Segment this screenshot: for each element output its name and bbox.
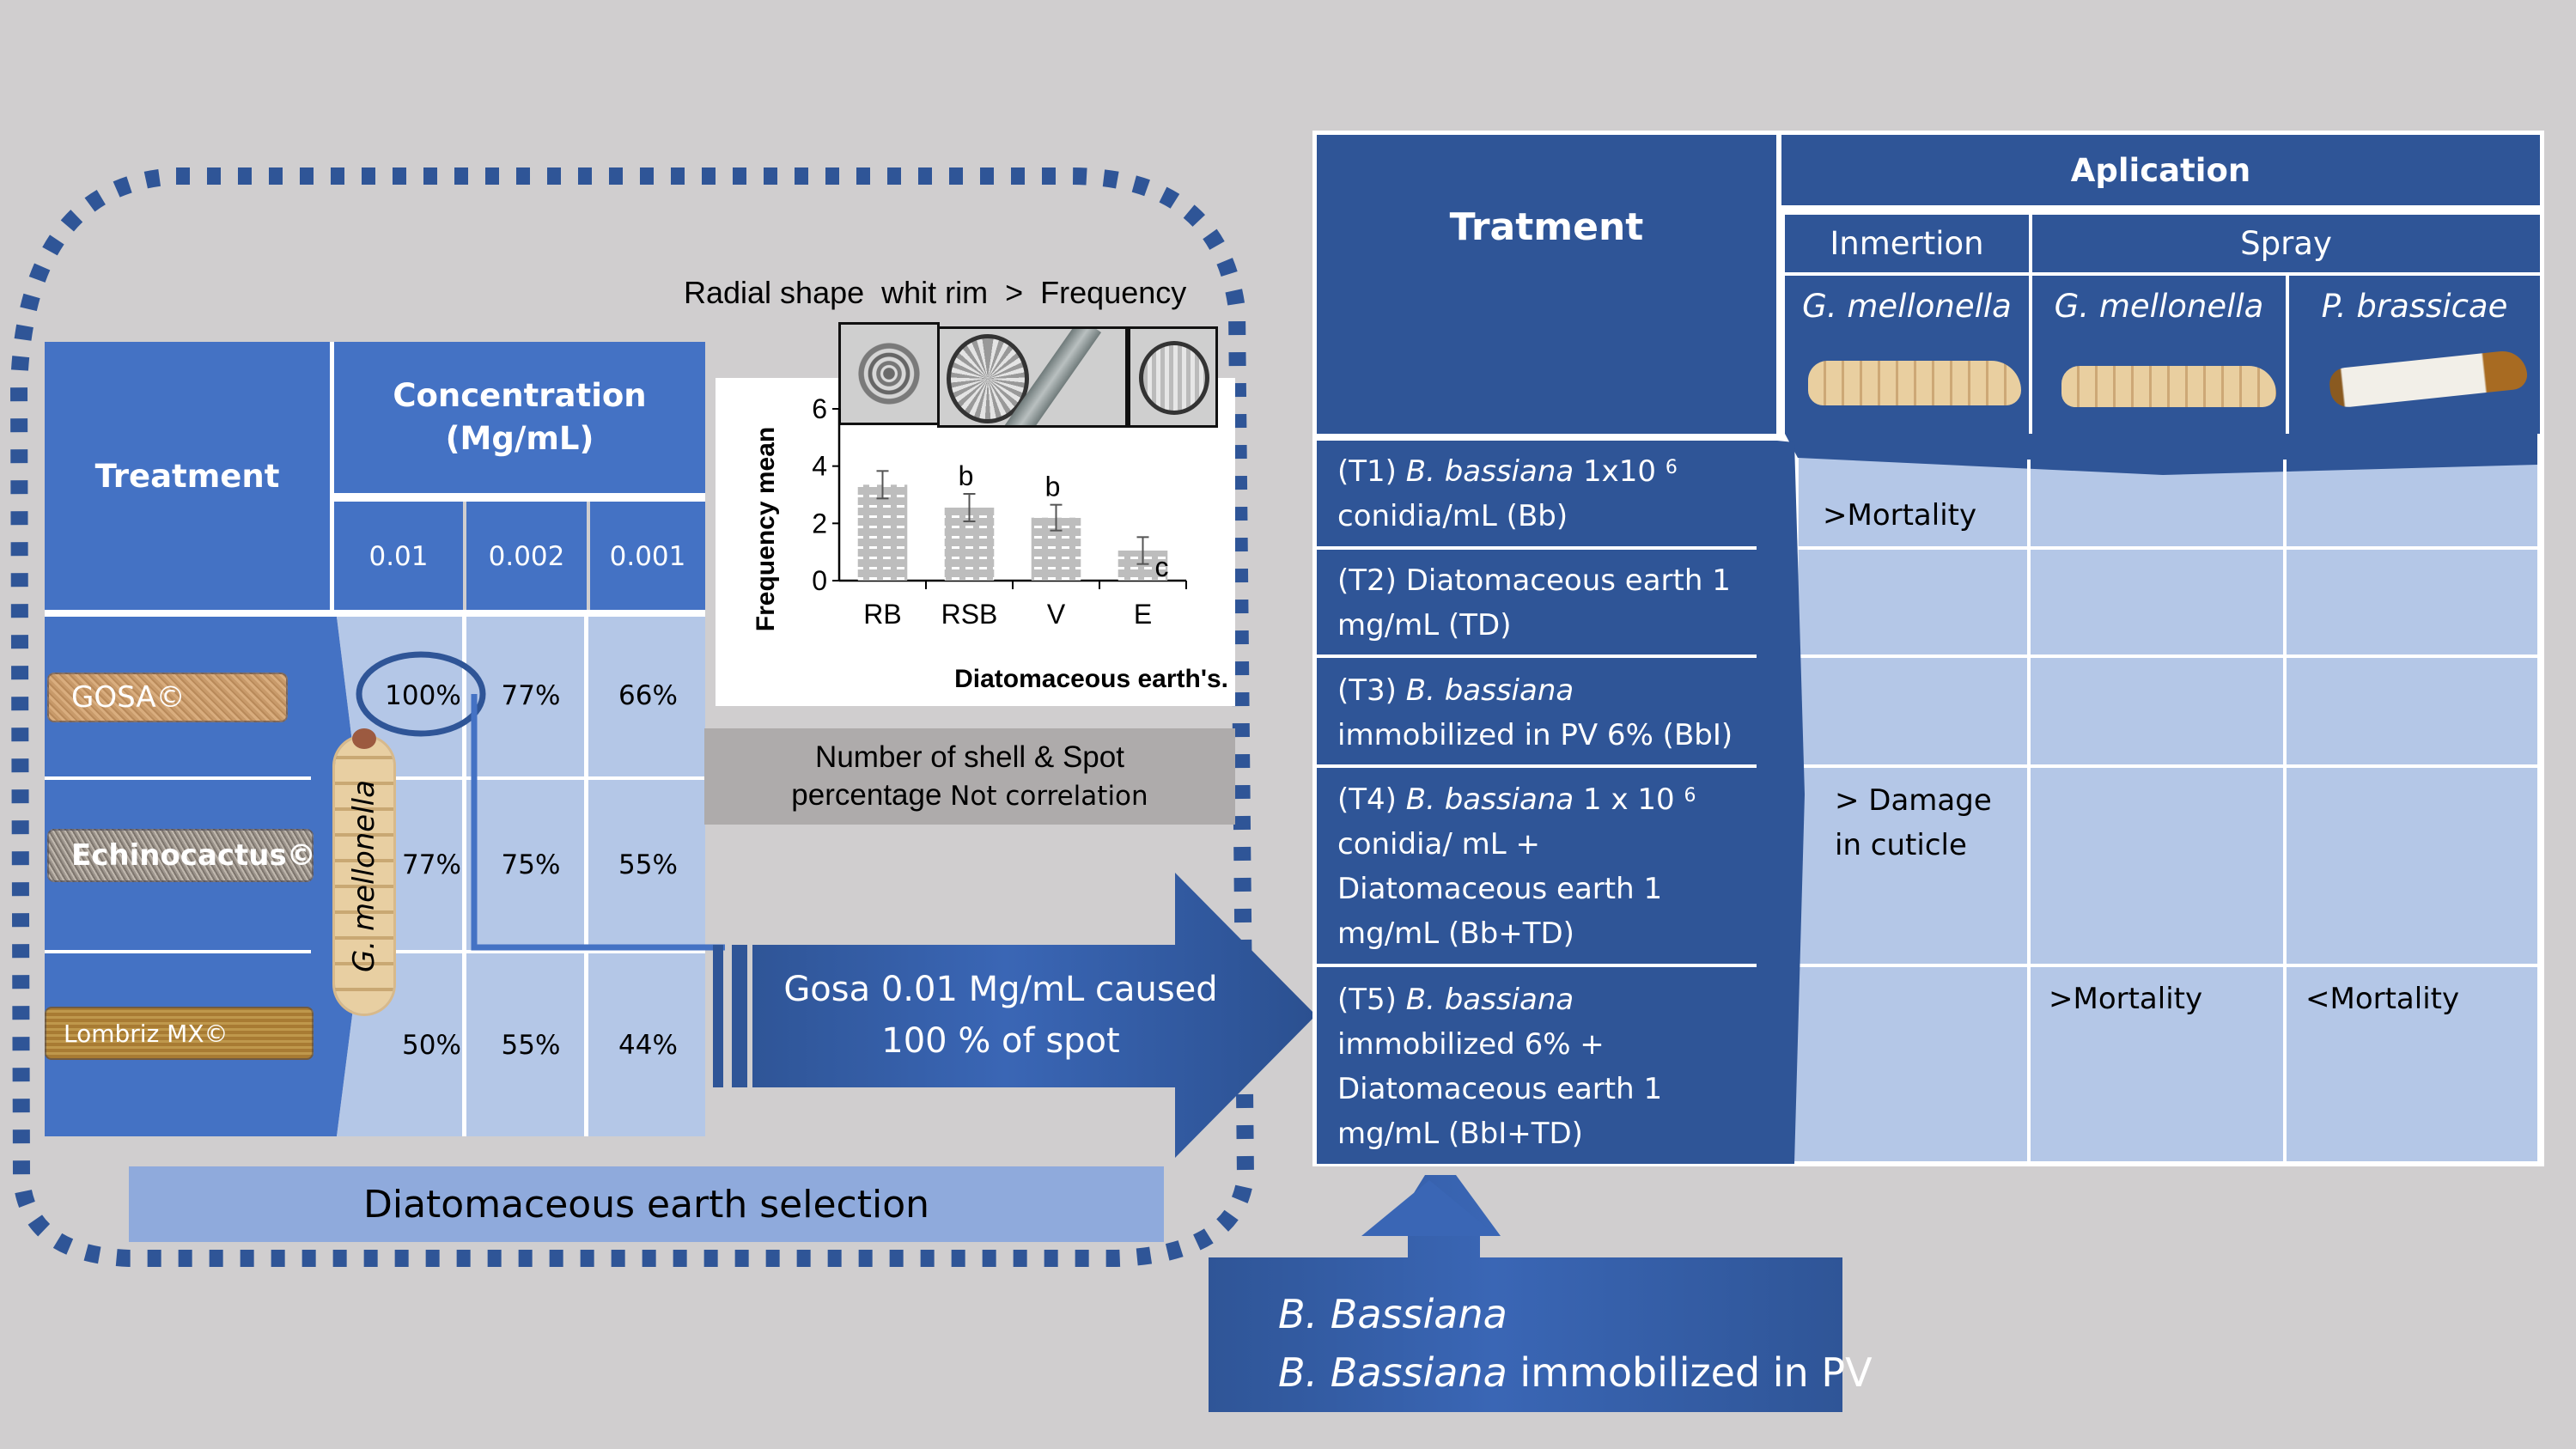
significance-letter: c	[1155, 551, 1169, 582]
y-tick-label: 0	[812, 565, 827, 596]
cell-gosa-0.01: 100%	[385, 680, 461, 711]
bassiana-input-arrow	[1209, 1175, 1842, 1412]
result-t1-inmertion: >Mortality	[1823, 498, 1977, 533]
cell-lombriz-0.002: 55%	[501, 1030, 561, 1061]
highlight-connector	[356, 651, 725, 951]
cell-gosa-0.002: 77%	[501, 680, 561, 711]
treatment-row-t3: (T3) B. bassiana immobilized in PV 6% (B…	[1337, 673, 1733, 752]
tratment-header: Tratment	[1317, 135, 1776, 434]
g-mellonella-larva-image	[2061, 366, 2276, 407]
bassiana-input-text: B. Bassiana B. Bassiana immobilized in P…	[1278, 1291, 1873, 1396]
result-t4-inmertion: > Damage in cuticle	[1835, 783, 1992, 862]
highlight-ellipse	[356, 651, 486, 737]
diatom-image-rsb	[937, 326, 1128, 428]
result-arrow-text: Gosa 0.01 Mg/mL caused 100 % of spot	[783, 970, 1218, 1061]
result-t5-spray-g-mellonella: >Mortality	[2049, 982, 2203, 1016]
cell-lombriz-0.001: 44%	[618, 1030, 678, 1061]
diatom-image-e	[1128, 326, 1218, 428]
treatment-row-t1: (T1) B. bassiana 1x10 6 conidia/mL (Bb)	[1337, 454, 1678, 533]
treatment-header: Treatment	[45, 342, 330, 610]
y-axis-title: Frequency mean	[752, 427, 780, 631]
cell-echinocactus-0.01: 77%	[402, 849, 461, 880]
method-spray: Spray	[2032, 215, 2540, 272]
treatment-row-t2: (T2) Diatomaceous earth 1 mg/mL (TD)	[1337, 563, 1731, 642]
treatment-row-t4: (T4) B. bassiana 1 x 10 6 conidia/ mL + …	[1337, 782, 1696, 951]
g-mellonella-larva-image	[1808, 361, 2021, 405]
lombriz-label-chip: Lombriz MX©	[45, 1007, 314, 1060]
results-grid-bg	[1776, 434, 2544, 1166]
gosa-label-chip: GOSA©	[47, 673, 288, 722]
cell-echinocactus-0.002: 75%	[501, 849, 561, 880]
y-tick-label: 6	[812, 393, 827, 424]
connector-line	[471, 694, 725, 951]
chart-title: Radial shape whit rim > Frequency	[684, 275, 1187, 310]
diatom-image-rb	[838, 322, 940, 425]
concentration-col-0: 0.01	[334, 502, 463, 612]
cell-lombriz-0.01: 50%	[402, 1030, 461, 1061]
percent-grid	[337, 617, 705, 1136]
g-mellonella-larva-image	[335, 728, 393, 1014]
aplication-header: Aplication	[1781, 135, 2540, 205]
selection-footer-bar: Diatomaceous earth selection	[129, 1166, 1164, 1242]
x-tick-label: V	[1047, 599, 1066, 630]
significance-letter: b	[959, 460, 974, 491]
x-tick-label: RSB	[941, 599, 998, 630]
y-tick-label: 4	[812, 451, 827, 482]
up-arrow-head	[1361, 1180, 1497, 1236]
x-tick-label: RB	[863, 599, 901, 630]
cell-gosa-0.001: 66%	[618, 680, 678, 711]
result-t5-spray-p-brassicae: <Mortality	[2305, 982, 2460, 1016]
significance-letter: b	[1045, 472, 1061, 502]
treatment-row-t5: (T5) B. bassiana immobilized 6% + Diatom…	[1337, 983, 1663, 1151]
echinocactus-label-chip: Echinocactus©	[47, 829, 314, 882]
larva-head-icon	[352, 728, 376, 749]
treatment-rows-bg	[1317, 434, 1805, 1164]
concentration-header: Concentration (Mg/mL)	[334, 342, 705, 493]
concentration-col-1: 0.002	[466, 502, 587, 612]
correlation-note: Number of shell & Spot percentage Not co…	[704, 728, 1235, 825]
x-tick-label: E	[1134, 599, 1152, 630]
result-arrow	[713, 873, 1316, 1158]
method-inmertion: Inmertion	[1785, 215, 2029, 272]
species-col-inmertion-g-mellonella: G. mellonella	[1785, 276, 2029, 435]
y-tick-label: 2	[812, 508, 827, 539]
concentration-col-2: 0.001	[590, 502, 705, 612]
cell-echinocactus-0.001: 55%	[618, 849, 678, 880]
species-col-spray-g-mellonella: G. mellonella	[2032, 276, 2286, 435]
x-axis-title: Diatomaceous earth's.	[954, 665, 1228, 693]
bar-rb	[857, 484, 908, 581]
